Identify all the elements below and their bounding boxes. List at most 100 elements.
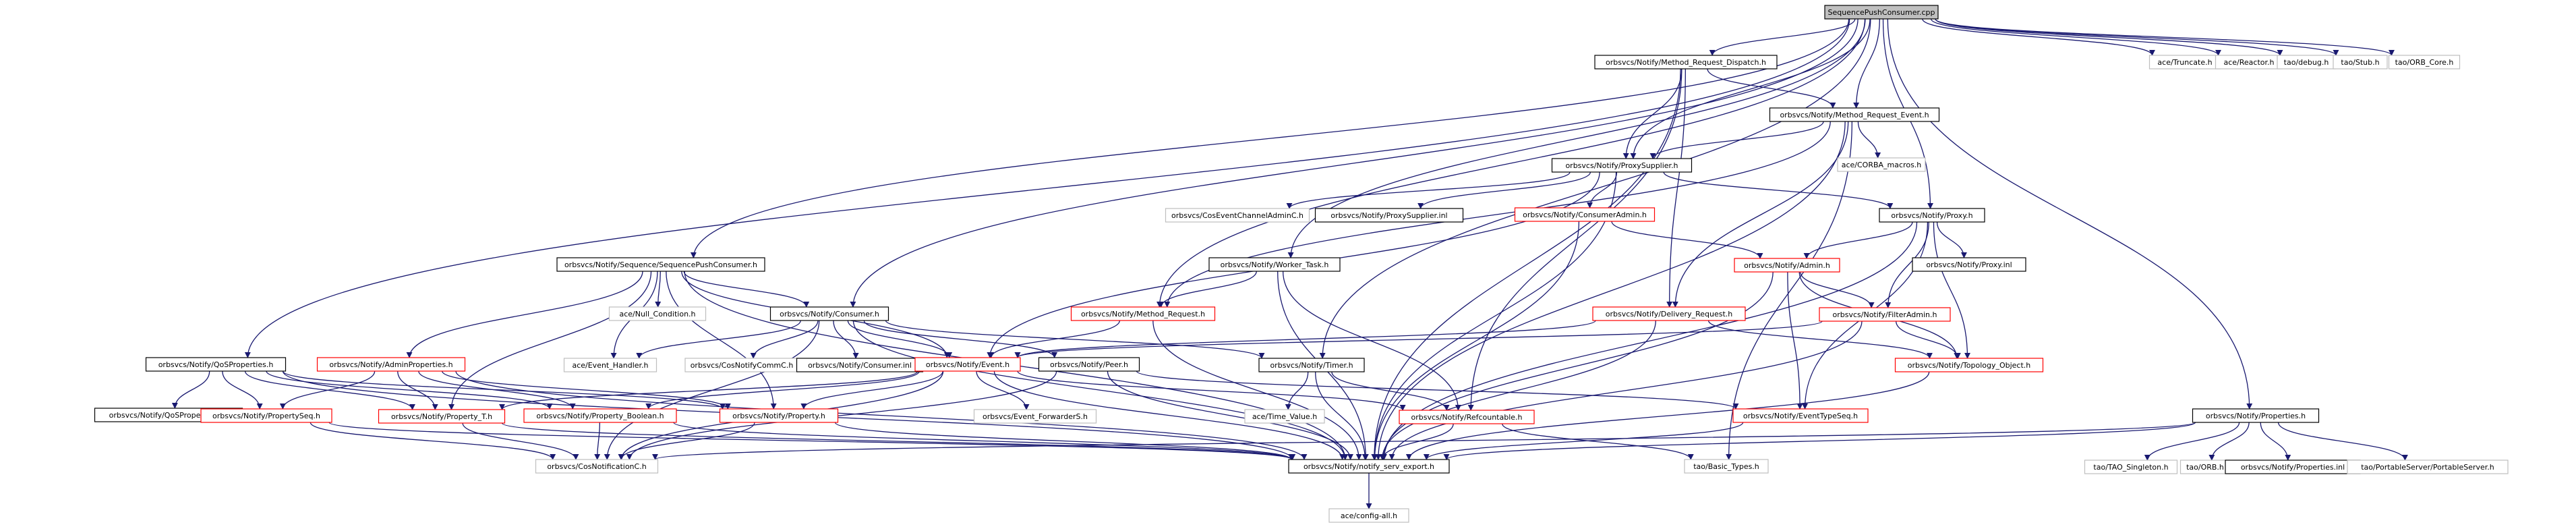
node-box[interactable] xyxy=(2084,460,2178,474)
graph-node[interactable]: ace/Reactor.h xyxy=(2215,55,2283,69)
node-box[interactable] xyxy=(1288,459,1450,474)
dependency-edge xyxy=(1935,18,2283,56)
node-label: orbsvcs/Notify/Admin.h xyxy=(1744,261,1830,270)
graph-node[interactable]: tao/Basic_Types.h xyxy=(1684,459,1769,474)
node-box[interactable] xyxy=(1038,357,1140,372)
graph-node[interactable]: tao/ORB_Core.h xyxy=(2388,55,2461,69)
graph-node[interactable]: orbsvcs/CosEventChannelAdminC.h xyxy=(1165,208,1310,223)
graph-node[interactable]: orbsvcs/CosNotifyCommC.h xyxy=(684,358,799,372)
graph-node[interactable]: orbsvcs/CosNotificationC.h xyxy=(535,459,659,474)
node-box[interactable] xyxy=(1732,408,1869,423)
graph-node[interactable]: orbsvcs/Notify/Event.h xyxy=(914,357,1021,372)
node-box[interactable] xyxy=(1734,258,1840,273)
node-box[interactable] xyxy=(1551,158,1693,173)
graph-node[interactable]: orbsvcs/Notify/Method_Request_Event.h xyxy=(1769,107,1940,122)
graph-node[interactable]: orbsvcs/Notify/FilterAdmin.h xyxy=(1819,307,1951,322)
node-box[interactable] xyxy=(1824,5,1939,20)
node-box[interactable] xyxy=(973,409,1097,424)
graph-node[interactable]: tao/Stub.h xyxy=(2333,55,2388,69)
node-box[interactable] xyxy=(378,409,506,424)
graph-node[interactable]: orbsvcs/Notify/Topology_Object.h xyxy=(1894,358,2044,372)
node-box[interactable] xyxy=(1837,157,1926,172)
graph-node[interactable]: orbsvcs/Notify/Worker_Task.h xyxy=(1208,257,1341,272)
node-box[interactable] xyxy=(523,408,677,423)
dependency-edge xyxy=(406,271,643,358)
graph-node[interactable]: orbsvcs/Notify/Peer.h xyxy=(1038,357,1140,372)
graph-node[interactable]: orbsvcs/Event_ForwarderS.h xyxy=(973,409,1097,424)
graph-node[interactable]: orbsvcs/Notify/Properties.inl xyxy=(2225,460,2361,474)
node-box[interactable] xyxy=(145,357,287,372)
node-box[interactable] xyxy=(2388,55,2461,69)
node-box[interactable] xyxy=(1514,207,1656,222)
graph-node[interactable]: ace/config-all.h xyxy=(1328,508,1409,523)
graph-node[interactable]: orbsvcs/Notify/Sequence/SequencePushCons… xyxy=(556,257,765,272)
graph-node[interactable]: orbsvcs/Notify/Refcountable.h xyxy=(1399,410,1535,424)
graph-node[interactable]: orbsvcs/Notify/Property.h xyxy=(719,408,839,423)
graph-node[interactable]: orbsvcs/Notify/ProxySupplier.inl xyxy=(1314,208,1464,223)
node-box[interactable] xyxy=(556,257,765,272)
node-box[interactable] xyxy=(769,306,889,321)
graph-node[interactable]: ace/CORBA_macros.h xyxy=(1837,157,1926,172)
graph-node[interactable]: ace/Truncate.h xyxy=(2148,55,2221,69)
graph-node[interactable]: ace/Time_Value.h xyxy=(1244,409,1325,424)
graph-node[interactable]: orbsvcs/Notify/PropertySeq.h xyxy=(200,408,332,423)
node-box[interactable] xyxy=(2333,55,2388,69)
graph-node[interactable]: orbsvcs/Notify/AdminProperties.h xyxy=(316,357,466,372)
graph-node[interactable]: orbsvcs/Notify/Delivery_Request.h xyxy=(1592,306,1746,321)
graph-node[interactable]: tao/debug.h xyxy=(2277,55,2336,69)
graph-node[interactable]: orbsvcs/Notify/Consumer.inl xyxy=(796,358,924,372)
node-box[interactable] xyxy=(1399,410,1535,424)
node-box[interactable] xyxy=(719,408,839,423)
graph-node[interactable]: orbsvcs/Notify/Admin.h xyxy=(1734,258,1840,273)
node-box[interactable] xyxy=(1894,358,2044,372)
graph-node[interactable]: orbsvcs/Notify/ConsumerAdmin.h xyxy=(1514,207,1656,222)
node-box[interactable] xyxy=(1879,208,1985,223)
graph-node[interactable]: SequencePushConsumer.cpp xyxy=(1824,5,1939,20)
graph-node[interactable]: orbsvcs/Notify/Property_Boolean.h xyxy=(523,408,677,423)
node-box[interactable] xyxy=(1684,459,1769,474)
node-box[interactable] xyxy=(1769,107,1940,122)
graph-node[interactable]: ace/Null_Condition.h xyxy=(608,306,707,321)
graph-node[interactable]: orbsvcs/Notify/Method_Request_Dispatch.h xyxy=(1594,55,1778,69)
node-label: tao/Basic_Types.h xyxy=(1693,462,1759,471)
dependency-edge xyxy=(834,422,1295,460)
node-box[interactable] xyxy=(200,408,332,423)
node-box[interactable] xyxy=(1594,55,1778,69)
node-box[interactable] xyxy=(535,459,659,474)
node-box[interactable] xyxy=(1165,208,1310,223)
node-box[interactable] xyxy=(2192,408,2320,423)
graph-node[interactable]: orbsvcs/Notify/Proxy.inl xyxy=(1912,257,2026,272)
node-box[interactable] xyxy=(1819,307,1951,322)
graph-node[interactable]: ace/Event_Handler.h xyxy=(563,358,657,372)
node-box[interactable] xyxy=(1328,508,1409,523)
graph-node[interactable]: tao/TAO_Singleton.h xyxy=(2084,460,2178,474)
graph-node[interactable]: tao/PortableServer/PortableServer.h xyxy=(2347,460,2509,474)
graph-node[interactable]: orbsvcs/Notify/Properties.h xyxy=(2192,408,2320,423)
dependency-edge xyxy=(1935,18,2339,56)
node-box[interactable] xyxy=(1244,409,1325,424)
node-box[interactable] xyxy=(1258,358,1365,372)
graph-node[interactable]: orbsvcs/Notify/ProxySupplier.h xyxy=(1551,158,1693,173)
graph-node[interactable]: orbsvcs/Notify/Proxy.h xyxy=(1879,208,1985,223)
node-box[interactable] xyxy=(563,358,657,372)
node-box[interactable] xyxy=(1912,257,2026,272)
node-box[interactable] xyxy=(1070,306,1216,321)
graph-node[interactable]: orbsvcs/Notify/notify_serv_export.h xyxy=(1288,459,1450,474)
graph-node[interactable]: orbsvcs/Notify/Timer.h xyxy=(1258,358,1365,372)
dependency-edge xyxy=(1936,221,1968,258)
node-box[interactable] xyxy=(1592,306,1746,321)
graph-node[interactable]: orbsvcs/Notify/EventTypeSeq.h xyxy=(1732,408,1869,423)
graph-node[interactable]: tao/ORB.h xyxy=(2179,460,2231,474)
graph-node[interactable]: orbsvcs/Notify/Consumer.h xyxy=(769,306,889,321)
node-box[interactable] xyxy=(316,357,466,372)
graph-node[interactable]: orbsvcs/Notify/QoSProperties.h xyxy=(145,357,287,372)
node-box[interactable] xyxy=(2347,460,2509,474)
dependency-edge xyxy=(1586,171,1618,208)
node-box[interactable] xyxy=(914,357,1021,372)
node-box[interactable] xyxy=(1208,257,1341,272)
graph-node[interactable]: orbsvcs/Notify/Method_Request.h xyxy=(1070,306,1216,321)
graph-node[interactable]: orbsvcs/Notify/Property_T.h xyxy=(378,409,506,424)
node-box[interactable] xyxy=(608,306,707,321)
node-box[interactable] xyxy=(1314,208,1464,223)
